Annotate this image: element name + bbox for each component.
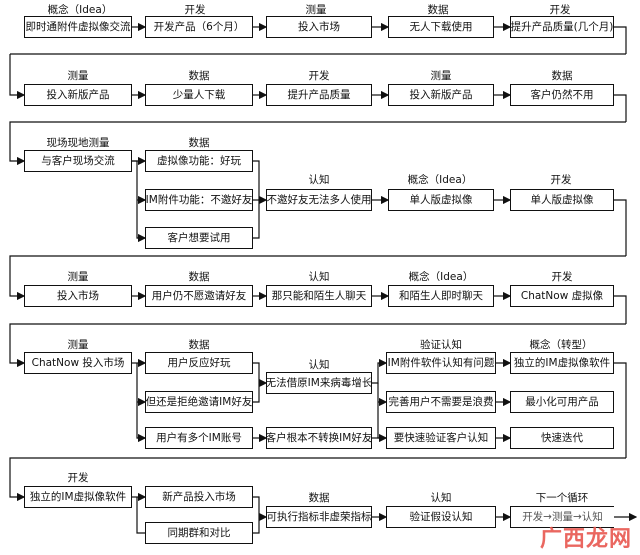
row3-label-4: 概念（Idea） <box>407 174 473 186</box>
row4-box-4: 和陌生人即时聊天 <box>388 285 494 307</box>
row3-box-3: IM附件功能：不邀好友 <box>145 189 253 211</box>
row1-label-3: 测量 <box>305 4 327 16</box>
row2-label-3: 开发 <box>308 70 330 82</box>
row6-label-3: 认知 <box>430 492 452 504</box>
wrap-line <box>614 94 627 122</box>
row6-label-2: 数据 <box>308 492 330 504</box>
row2-box-4: 投入新版产品 <box>388 84 494 106</box>
row4-label-2: 数据 <box>188 271 210 283</box>
row5-label-3: 认知 <box>308 359 330 371</box>
wrap-arrow <box>9 54 26 100</box>
row2-box-5: 客户仍然不用 <box>510 84 614 106</box>
row2-box-1: 投入新版产品 <box>24 84 132 106</box>
row5-box-12: 快速迭代 <box>510 427 614 449</box>
row2-box-3: 提升产品质量 <box>266 84 372 106</box>
row5-box-8: 完善用户不需要是浪费 <box>386 391 496 413</box>
row4-label-4: 概念（Idea） <box>408 271 474 283</box>
row5-box-10: 独立的IM虚拟像软件 <box>510 352 614 374</box>
row5-box-5: 无法借原IM来病毒增长 <box>266 372 372 394</box>
row5-label-2: 数据 <box>188 339 210 351</box>
wrap-line <box>614 199 627 256</box>
wrap-line <box>614 362 627 458</box>
row2-box-2: 少量人下载 <box>145 84 253 106</box>
row5-label-1: 测量 <box>67 339 89 351</box>
row1-box-2: 开发产品（6个月） <box>145 16 253 38</box>
row6-box-2: 新产品投入市场 <box>145 486 253 508</box>
row2-label-5: 数据 <box>551 70 573 82</box>
row3-box-1: 与客户现场交流 <box>24 150 132 172</box>
row1-box-4: 无人下载使用 <box>388 16 494 38</box>
connector-arrow <box>377 383 386 439</box>
row4-label-3: 认知 <box>308 271 330 283</box>
row5-box-7: IM附件软件认知有问题 <box>386 352 496 374</box>
row1-label-2: 开发 <box>184 4 206 16</box>
row6-box-1: 独立的IM虚拟像软件 <box>24 486 132 508</box>
row6-box-5: 验证假设认知 <box>386 506 496 528</box>
wrap-arrow <box>9 121 626 166</box>
row3-box-2: 虚拟像功能：好玩 <box>145 150 253 172</box>
wrap-line <box>614 295 627 324</box>
connector-arrow <box>253 362 260 403</box>
row5-box-11: 最小化可用产品 <box>510 391 614 413</box>
row3-label-3: 认知 <box>308 174 330 186</box>
row2-label-4: 测量 <box>430 70 452 82</box>
row5-box-1: ChatNow 投入市场 <box>24 352 132 374</box>
row3-box-5: 不邀好友无法多人使用 <box>266 189 372 211</box>
row1-label-1: 概念（Idea） <box>47 4 113 16</box>
row1-box-1: 即时通附件虚拟像交流 <box>24 16 132 38</box>
row1-label-4: 数据 <box>427 4 449 16</box>
row6-box-6: 开发→测量→认知 <box>510 506 614 528</box>
connector-arrow <box>253 160 260 239</box>
row2-label-1: 测量 <box>67 70 89 82</box>
row4-box-2: 用户仍不愿邀请好友 <box>145 285 253 307</box>
row3-label-1: 现场现地测量 <box>46 137 110 149</box>
wrap-arrow <box>9 255 626 301</box>
row5-box-6: 客户根本不转换IM好友 <box>266 427 372 449</box>
row1-label-5: 开发 <box>549 4 571 16</box>
wrap-arrow <box>9 457 626 502</box>
wrap-line <box>614 26 627 54</box>
row1-box-5: 提升产品质量(几个月) <box>510 16 614 38</box>
connector-arrow <box>136 497 145 534</box>
row4-label-1: 测量 <box>67 271 89 283</box>
row4-box-1: 投入市场 <box>24 285 132 307</box>
row6-label-1: 开发 <box>67 472 89 484</box>
row3-box-7: 单人版虚拟像 <box>510 189 614 211</box>
row5-box-9: 要快速验证客户认知 <box>386 427 496 449</box>
row4-label-5: 开发 <box>551 271 573 283</box>
row4-box-5: ChatNow 虚拟像 <box>510 285 614 307</box>
row3-label-2: 数据 <box>188 137 210 149</box>
row6-box-3: 同期群和对比 <box>145 522 253 544</box>
row5-box-3: 但还是拒绝邀请IM好友 <box>145 391 253 413</box>
connector-arrow <box>372 358 388 384</box>
connector-arrow <box>253 496 260 534</box>
row5-label-4: 验证认知 <box>420 339 462 351</box>
row6-label-4: 下一个循环 <box>535 492 589 504</box>
row2-label-2: 数据 <box>188 70 210 82</box>
row3-box-6: 单人版虚拟像 <box>388 189 494 211</box>
wrap-arrow <box>9 323 626 368</box>
row6-box-4: 可执行指标非虚荣指标 <box>266 506 372 528</box>
connector-arrow <box>136 363 145 439</box>
row5-box-2: 用户反应好玩 <box>145 352 253 374</box>
row1-box-3: 投入市场 <box>266 16 372 38</box>
row5-box-4: 用户有多个IM账号 <box>145 427 253 449</box>
watermark-logo: 广西龙网 <box>539 527 632 552</box>
row3-box-4: 客户想要试用 <box>145 227 253 249</box>
row4-box-3: 那只能和陌生人聊天 <box>266 285 372 307</box>
row5-label-5: 概念（转型） <box>529 339 593 351</box>
row3-label-5: 开发 <box>550 174 572 186</box>
